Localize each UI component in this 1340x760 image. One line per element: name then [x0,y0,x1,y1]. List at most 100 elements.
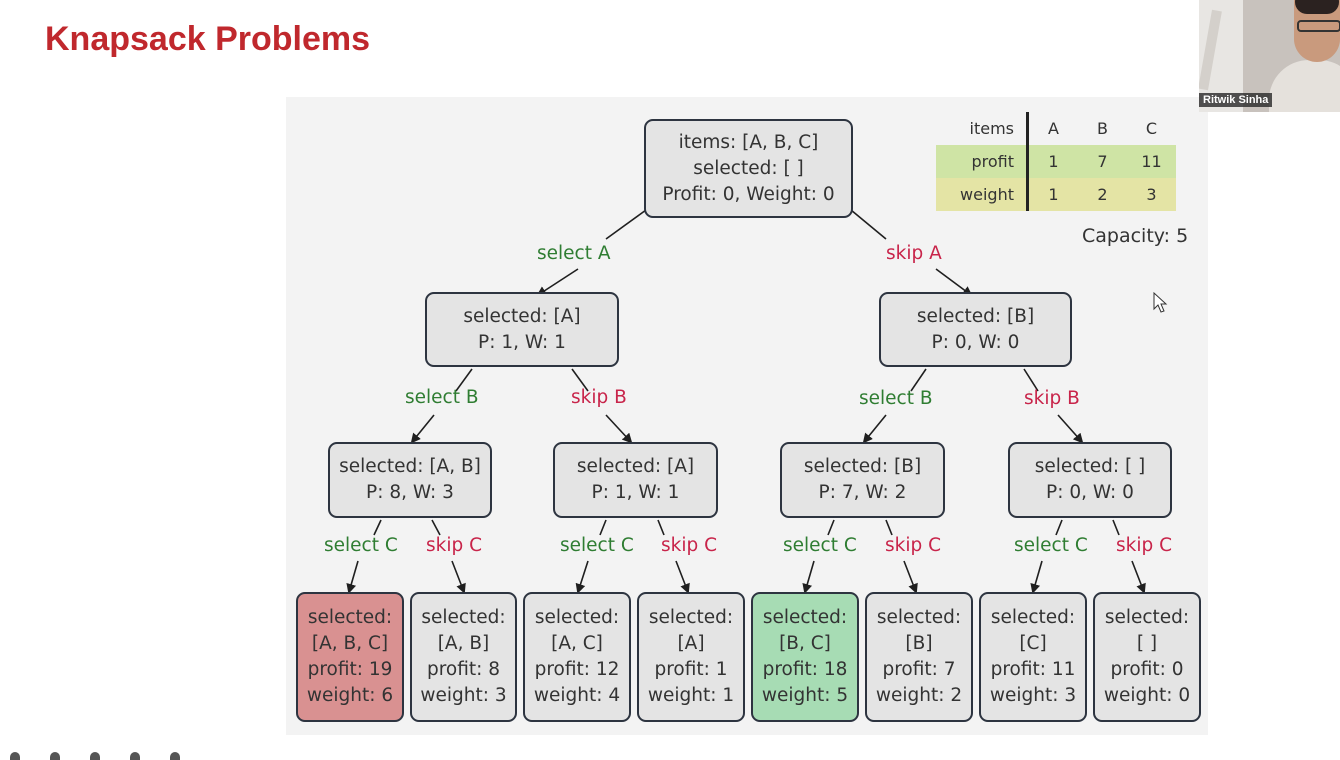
leaf-line: profit: 11 [990,659,1076,680]
edge-arrow [1030,560,1043,594]
node-line: selected: [B] [803,456,922,477]
edge-line-upper [599,519,607,536]
node-selected-a-skip-b: selected: [A] P: 1, W: 1 [553,442,718,518]
leaf-a: selected: [A] profit: 1 weight: 1 [637,592,745,722]
leaf-a-c: selected: [A, C] profit: 12 weight: 4 [523,592,631,722]
edge-line-upper [1055,519,1063,536]
leaf-line: selected: [534,607,620,628]
leaf-a-b-c-over-capacity: selected: [A, B, C] profit: 19 weight: 6 [296,592,404,722]
table-cell: 7 [1078,145,1127,178]
leaf-line: [B] [905,633,933,654]
table-cell: 11 [1127,145,1176,178]
participant-name-tag: Ritwik Sinha [1199,93,1273,107]
edge-arrow [536,268,579,297]
edge-label-select-c: select C [783,535,857,556]
leaf-line: weight: 2 [875,685,963,706]
root-line-1: items: [A, B, C] [678,131,819,153]
edge-line-upper [657,519,665,536]
participant-hair [1295,0,1339,14]
table-header-cell: C [1145,119,1158,138]
leaf-line: selected: [1104,607,1190,628]
edge-line-upper [910,368,927,392]
leaf-line: selected: [990,607,1076,628]
table-row-profit: profit 1 7 11 [936,145,1176,178]
edge-label-select-c: select C [1014,535,1088,556]
edge-arrow [935,268,973,297]
leaf-line: selected: [421,607,506,628]
edge-line-upper [850,209,887,240]
leaf-a-b: selected: [A, B] profit: 8 weight: 3 [410,592,517,722]
leaf-line: weight: 4 [533,685,621,706]
table-header-cell: items [936,112,1029,145]
table-row-weight: weight 1 2 3 [936,178,1176,211]
leaf-line: [B, C] [779,633,831,654]
node-line: selected: [A] [463,305,581,327]
leaf-line: weight: 1 [647,685,735,706]
root-node: items: [A, B, C] selected: [ ] Profit: 0… [644,119,853,218]
root-line-3: Profit: 0, Weight: 0 [662,183,835,205]
node-skipped-a: selected: [B] P: 0, W: 0 [879,292,1072,367]
leaf-line: [C] [1019,633,1047,654]
leaf-b: selected: [B] profit: 7 weight: 2 [865,592,973,722]
edge-line-upper [605,209,647,240]
leaf-c: selected: [C] profit: 11 weight: 3 [979,592,1087,722]
root-line-2: selected: [ ] [693,157,804,179]
leaf-line: profit: 12 [534,659,620,680]
table-header-row: items A B C [936,112,1176,145]
edge-label-skip-a: skip A [886,243,942,264]
footer-shape [10,752,20,760]
edge-line-upper [431,519,441,536]
node-line: P: 7, W: 2 [818,482,907,503]
edge-line-upper [571,368,589,392]
node-selected-a-b: selected: [A, B] P: 8, W: 3 [328,442,492,518]
node-line: selected: [B] [916,305,1035,327]
edge-arrow [410,414,435,444]
edge-label-skip-b: skip B [571,387,627,408]
leaf-line: weight: 6 [306,685,394,706]
leaf-line: weight: 3 [989,685,1077,706]
leaf-line: profit: 8 [426,659,501,680]
edge-arrow [862,414,887,444]
table-cell: 3 [1127,178,1176,211]
edge-label-select-c: select C [324,535,398,556]
edge-label-skip-c: skip C [426,535,483,556]
participant-body [1269,60,1340,112]
edge-arrow [605,414,633,444]
node-selected-b: selected: [B] P: 7, W: 2 [780,442,945,518]
edge-arrow [1057,414,1084,444]
leaf-line: [A, C] [551,633,603,654]
leaf-line: selected: [648,607,734,628]
leaf-line: [ ] [1136,633,1158,654]
table-header-cell: A [1048,119,1059,138]
edge-line-upper [1023,368,1039,392]
leaf-b-c-optimal: selected: [B, C] profit: 18 weight: 5 [751,592,859,722]
leaf-line: weight: 0 [1103,685,1191,706]
footer-shape [90,752,100,760]
node-line: P: 0, W: 0 [931,331,1020,353]
edge-label-skip-b: skip B [1024,388,1080,409]
edge-label-skip-c: skip C [1116,535,1173,556]
participant-video-tile[interactable]: Ritwik Sinha [1199,0,1340,112]
node-line: P: 1, W: 1 [478,331,566,353]
edge-line-upper [373,519,382,536]
edge-line-upper [885,519,893,536]
mouse-cursor-icon [1153,292,1168,313]
leaf-line: [A, B] [437,633,490,654]
edge-label-select-a: select A [537,243,611,264]
leaf-line: weight: 3 [420,685,507,706]
slide-title: Knapsack Problems [45,20,371,58]
table-header-cell: B [1097,119,1108,138]
leaf-line: profit: 18 [762,659,848,680]
edge-arrow [675,560,690,594]
edge-label-skip-c: skip C [661,535,718,556]
leaf-line: profit: 7 [882,659,956,680]
table-cell: 1 [1027,178,1078,211]
edge-label-select-b: select B [405,387,479,408]
leaf-line: profit: 1 [654,659,728,680]
node-selected-a: selected: [A] P: 1, W: 1 [425,292,619,367]
edge-arrow [903,560,918,594]
items-table: items A B C profit 1 7 11 weight 1 2 3 [936,112,1176,211]
table-row-label: weight [936,178,1029,211]
tree-edges [346,209,1146,594]
edge-label-select-b: select B [859,388,933,409]
